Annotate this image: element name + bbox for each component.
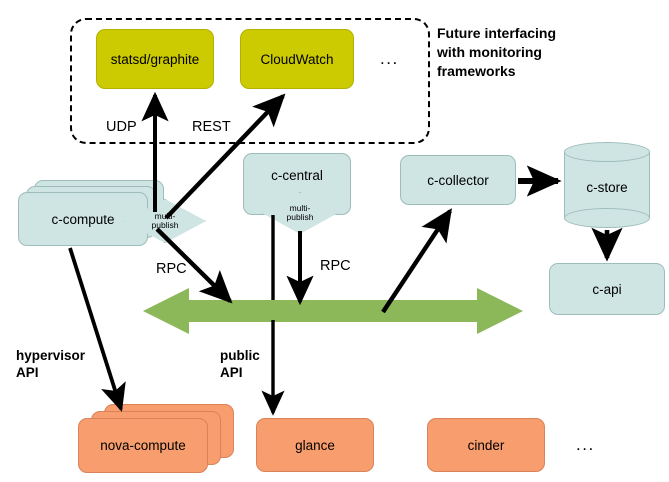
edge-rpc-central-label: RPC	[320, 258, 351, 274]
future-monitoring-group	[70, 18, 430, 144]
node-c-store-bottom-ellipse	[564, 208, 650, 228]
future-monitoring-annotation: Future interfacing with monitoring frame…	[437, 25, 557, 79]
edge-rest-arrow	[164, 93, 286, 220]
node-nova-compute-sheet-1: nova-compute	[78, 418, 208, 473]
node-c-store[interactable]: c-store	[564, 142, 650, 228]
publisher-multi-publish-central-label: multi-publish	[286, 203, 314, 222]
edge-udp-label: UDP	[106, 119, 137, 135]
amqp-bus-shape[interactable]	[143, 288, 523, 334]
openstack-ellipsis: ...	[576, 435, 595, 454]
edge-hypervisor-api-arrow	[68, 247, 126, 412]
node-c-store-top-ellipse	[564, 142, 650, 162]
node-nova-compute-label: nova-compute	[100, 438, 186, 453]
node-c-store-label: c-store	[586, 180, 628, 195]
edge-rpc-compute-arrow	[155, 227, 233, 304]
node-nova-compute[interactable]: nova-compute	[78, 404, 234, 476]
monitoring-ellipsis: ...	[380, 49, 399, 68]
edge-rpc-compute-label: RPC	[156, 261, 187, 277]
node-c-compute-sheet-1: c-compute	[18, 192, 148, 246]
node-c-compute-label: c-compute	[51, 211, 115, 227]
edge-rest-label: REST	[192, 119, 231, 135]
edge-amqp-collector-arrow	[381, 208, 452, 314]
node-c-store-body	[564, 152, 650, 218]
